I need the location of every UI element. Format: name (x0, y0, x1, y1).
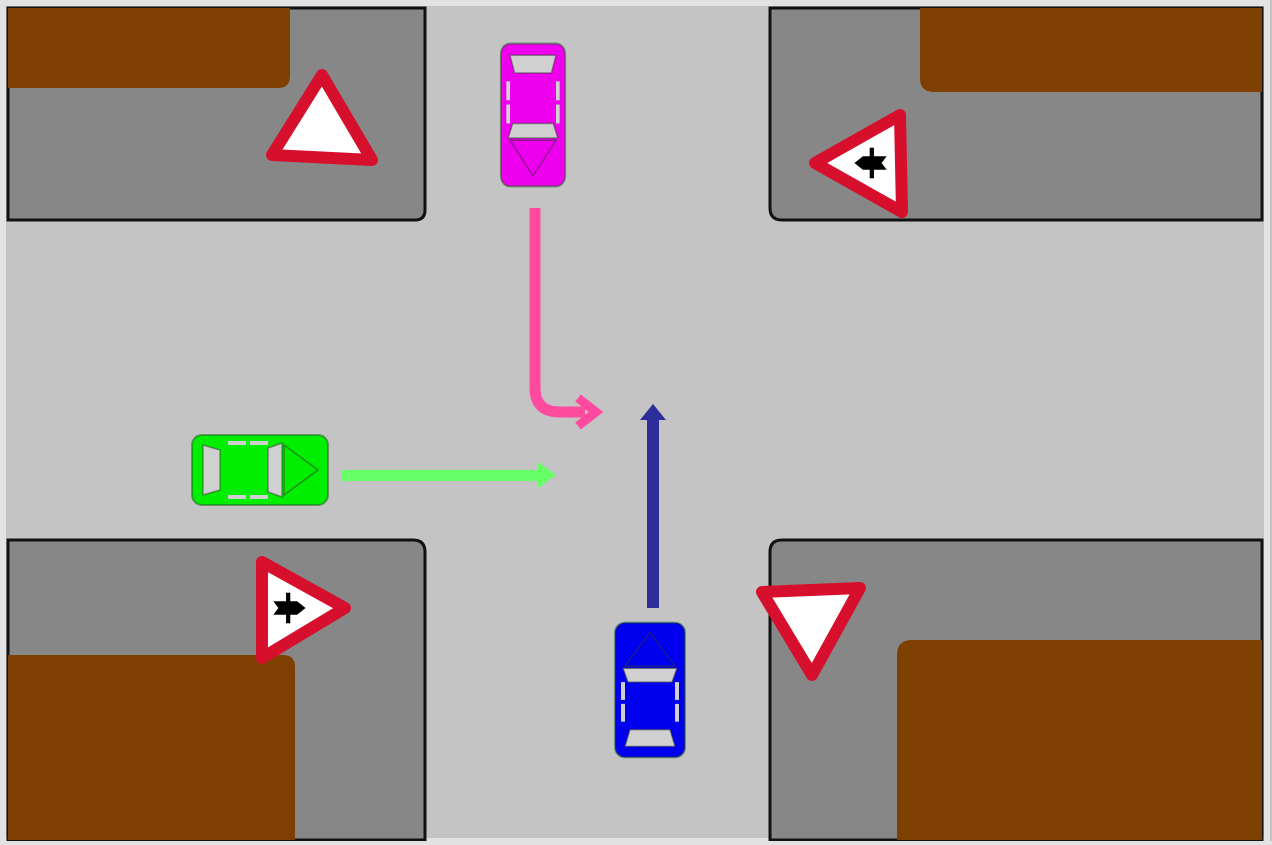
arrow-blue-straight (640, 404, 666, 608)
ground-bottom-right (897, 640, 1262, 840)
priority-sign-top-right (809, 109, 908, 218)
warning-sign-top-left (266, 69, 378, 166)
car-magenta (499, 42, 567, 188)
arrow-magenta-left-turn (529, 208, 604, 430)
give-way-sign-bottom-right (756, 582, 866, 681)
ground-bottom-left (8, 655, 295, 840)
priority-sign-bottom-left (256, 556, 351, 664)
ground-top-left (8, 8, 290, 88)
car-blue (614, 621, 686, 759)
arrow-green-straight (342, 462, 556, 488)
ground-top-right (920, 8, 1262, 92)
car-green (191, 434, 329, 506)
